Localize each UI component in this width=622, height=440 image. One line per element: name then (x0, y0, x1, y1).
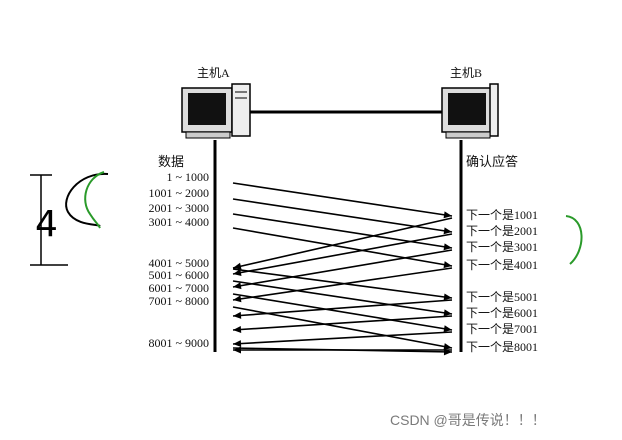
computer-b-icon (441, 83, 499, 139)
host-b-label: 主机B (450, 66, 483, 80)
ack-arrow (232, 233, 453, 277)
annotation-mark: 4 (35, 204, 58, 245)
segment-label: 8001 ~ 9000 (148, 336, 210, 350)
host-a-label: 主机A (197, 66, 230, 80)
ack-label: 下一个是1001 (466, 208, 539, 222)
segment-label: 2001 ~ 3000 (148, 201, 210, 215)
ack-label: 下一个是6001 (466, 306, 539, 320)
segment-label: 7001 ~ 8000 (148, 294, 210, 308)
data-arrow (232, 293, 453, 333)
ack-label: 下一个是2001 (466, 224, 539, 238)
ack-label: 下一个是8001 (466, 340, 539, 354)
segment-label: 4001 ~ 5000 (148, 256, 210, 270)
data-arrow (232, 280, 453, 317)
ack-arrow (232, 331, 453, 348)
ack-label: 下一个是3001 (466, 240, 539, 254)
ack-arrow (232, 249, 453, 290)
data-arrow (232, 213, 453, 251)
annotation-left (30, 174, 68, 266)
ack-label: 下一个是7001 (466, 322, 539, 336)
segment-label: 6001 ~ 7000 (148, 281, 210, 295)
data-arrow (232, 306, 453, 350)
annotation-brace-green-right (565, 215, 583, 265)
segment-label: 1001 ~ 2000 (148, 186, 210, 200)
ack-arrow (232, 217, 453, 270)
ack-label: 下一个是4001 (466, 258, 539, 272)
computer-a-icon (181, 83, 251, 139)
data-arrow (232, 227, 453, 269)
watermark: CSDN @哥是传说！！！ (390, 412, 546, 428)
annotation-brace-left (65, 172, 109, 227)
data-arrow (232, 198, 453, 235)
ack-label: 下一个是5001 (466, 290, 539, 304)
annotation-brace-green-left (84, 171, 105, 229)
data-column-header: 数据 (158, 154, 185, 169)
data-arrow (232, 182, 453, 219)
data-arrow (232, 268, 453, 301)
ack-arrow (232, 315, 453, 333)
segment-label: 1 ~ 1000 (166, 170, 210, 184)
data-arrow (232, 347, 453, 356)
ack-column-header: 确认应答 (466, 154, 519, 169)
segment-label: 3001 ~ 4000 (148, 215, 210, 229)
segment-label: 5001 ~ 6000 (148, 268, 210, 282)
arrow-layer (232, 182, 453, 356)
